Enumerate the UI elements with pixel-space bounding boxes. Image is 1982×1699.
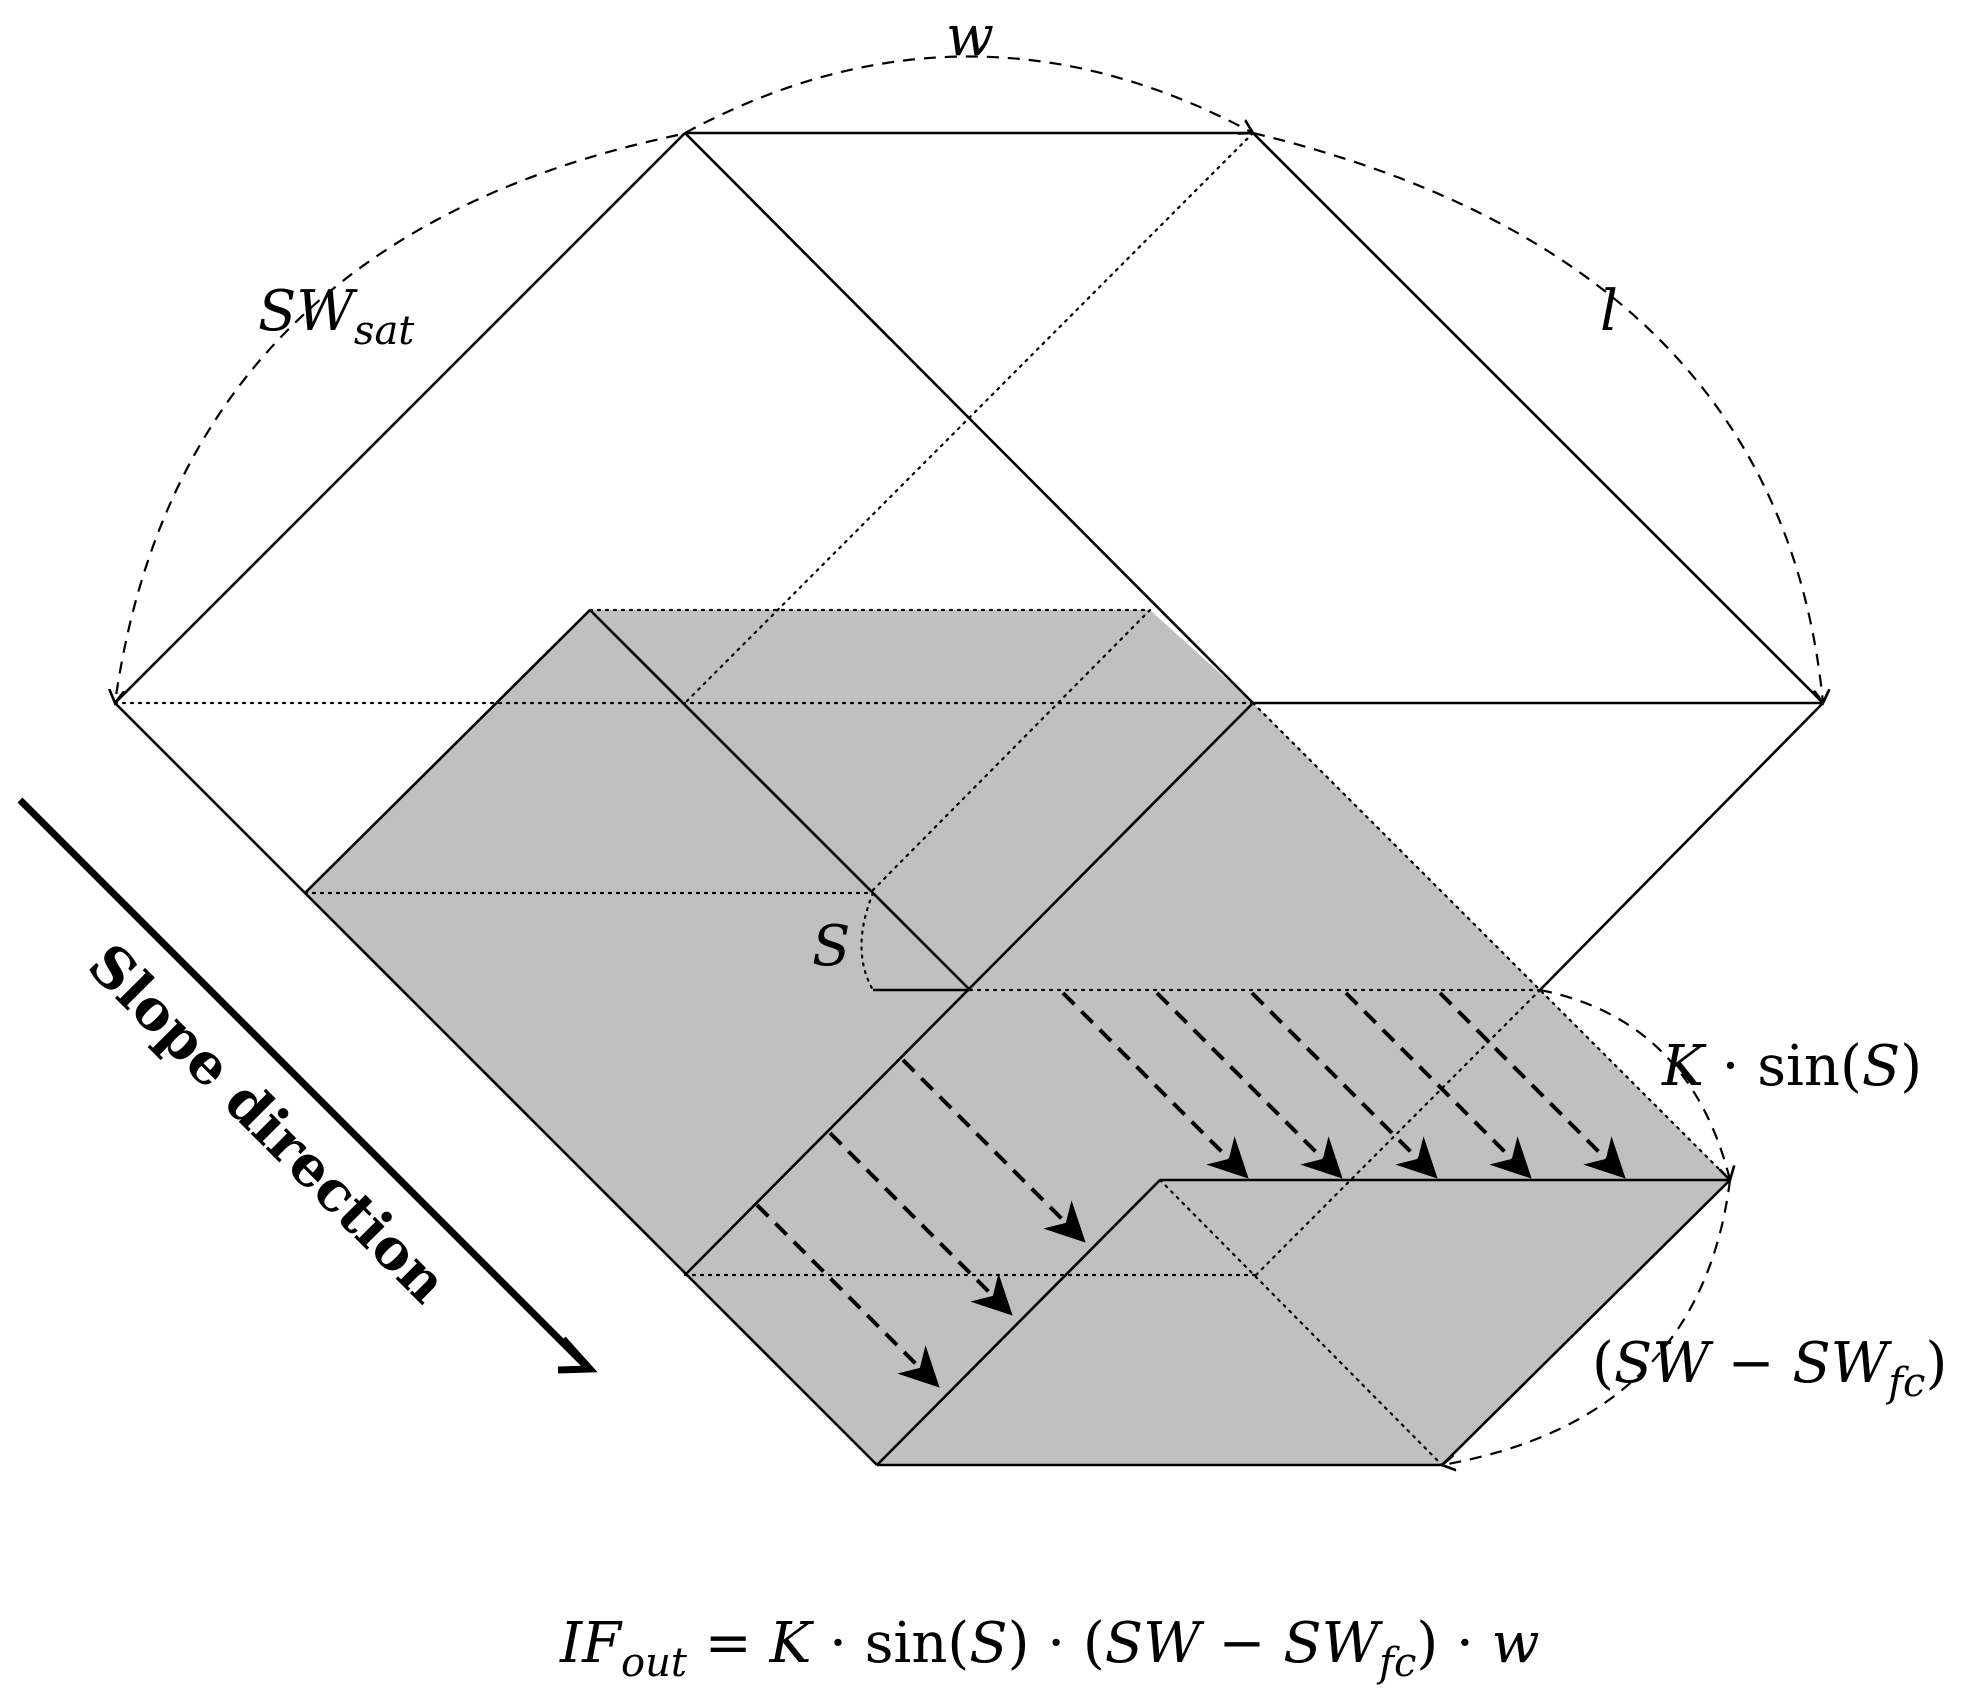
hidden-right-drop [1251, 701, 1732, 1182]
sw-diff-minus: − [1710, 1331, 1793, 1396]
width-arc [684, 55, 1253, 134]
formula-sw2: SW [1283, 1611, 1383, 1676]
dimension-arcs [115, 55, 1823, 1466]
flow-arrow [1061, 991, 1249, 1179]
formula-equals: = [687, 1611, 770, 1676]
outflow-formula: IFout = K · sin(S) · (SW − SWfc) · w [559, 1611, 1540, 1686]
flow-arrow [1438, 991, 1626, 1179]
k-sin-sin: sin [1757, 1034, 1840, 1099]
flow-arrow [1250, 991, 1438, 1179]
hidden-outflow-diagonal [1158, 1178, 1444, 1467]
formula-lhs: IF [559, 1611, 623, 1676]
slope-direction-arrowhead [557, 1336, 598, 1374]
formula-open-1: ( [947, 1611, 969, 1676]
width-label: w [946, 4, 994, 69]
labels: w l SWsat S K · sin(S) (SW − SWfc) [258, 4, 1947, 1406]
k-sin-open: ( [1840, 1034, 1862, 1099]
formula-dot-1: · [811, 1611, 864, 1676]
length-arc [1252, 131, 1823, 703]
outflow-face-left-edge [876, 1179, 1161, 1466]
block-edges [114, 131, 1824, 1467]
k-sin-close: ) [1900, 1034, 1922, 1099]
formula-sin: sin [865, 1611, 948, 1676]
sw-sat-subscript: sat [354, 308, 415, 354]
flow-arrow [828, 1131, 1013, 1316]
sw-diff-open: ( [1592, 1331, 1614, 1396]
hidden-edges [113, 131, 1732, 1467]
k-sin-s: S [1862, 1034, 1900, 1099]
saturated-volume [305, 610, 1730, 1465]
sw-diff-close: ) [1925, 1331, 1947, 1396]
formula-sw: SW [1105, 1611, 1205, 1676]
k-sin-label: K · sin(S) [1661, 1034, 1922, 1099]
formula-w: w [1492, 1611, 1540, 1676]
hidden-back-diagonal [683, 131, 1255, 705]
slope-angle-label: S [812, 914, 850, 979]
sw-diff-subscript: fc [1885, 1360, 1925, 1406]
length-label: l [1600, 279, 1618, 344]
formula-k: K [768, 1611, 814, 1676]
formula-lhs-subscript: out [621, 1640, 688, 1686]
saturated-volume-face [305, 610, 1730, 1465]
slope-direction-arrow [17, 797, 588, 1368]
flow-arrow [901, 1058, 1086, 1243]
sw-diff-label: (SW − SWfc) [1592, 1331, 1947, 1406]
sw-diff-arc [1442, 1179, 1732, 1465]
k-sin-k: K [1661, 1034, 1707, 1099]
formula-s: S [969, 1611, 1007, 1676]
hidden-water-back-diagonal [871, 608, 1152, 892]
formula-sw-subscript: fc [1376, 1640, 1416, 1686]
flow-arrow [1155, 991, 1343, 1179]
flow-arrow [755, 1203, 940, 1388]
flow-arrows [755, 991, 1626, 1388]
hidden-inner-diagonal [1254, 988, 1542, 1277]
left-front-edge [114, 702, 878, 1466]
sw-sat-label: SWsat [258, 279, 415, 354]
sw-sat-main: SW [258, 279, 358, 344]
left-top-edge [114, 132, 686, 704]
formula-close-2: ) [1416, 1611, 1438, 1676]
sw-sat-arc [115, 133, 679, 703]
flow-arrow [1344, 991, 1532, 1179]
formula-dot-3: · [1438, 1611, 1491, 1676]
sw-diff-sw2: SW [1792, 1331, 1892, 1396]
slope-angle-arc [860, 891, 875, 992]
sw-diff-sw: SW [1614, 1331, 1714, 1396]
water-top-diag-edge [589, 609, 971, 991]
bottom-right-edge [1441, 1179, 1731, 1466]
right-down-edge [1539, 702, 1824, 991]
formula-open-2: ( [1083, 1611, 1105, 1676]
right-top-edge [1252, 132, 1824, 704]
water-top-left-edge [304, 609, 591, 894]
k-sin-dot: · [1704, 1034, 1757, 1099]
formula-dot-2: · [1030, 1611, 1083, 1676]
formula-close-1: ) [1008, 1611, 1030, 1676]
formula-minus: − [1201, 1611, 1284, 1676]
